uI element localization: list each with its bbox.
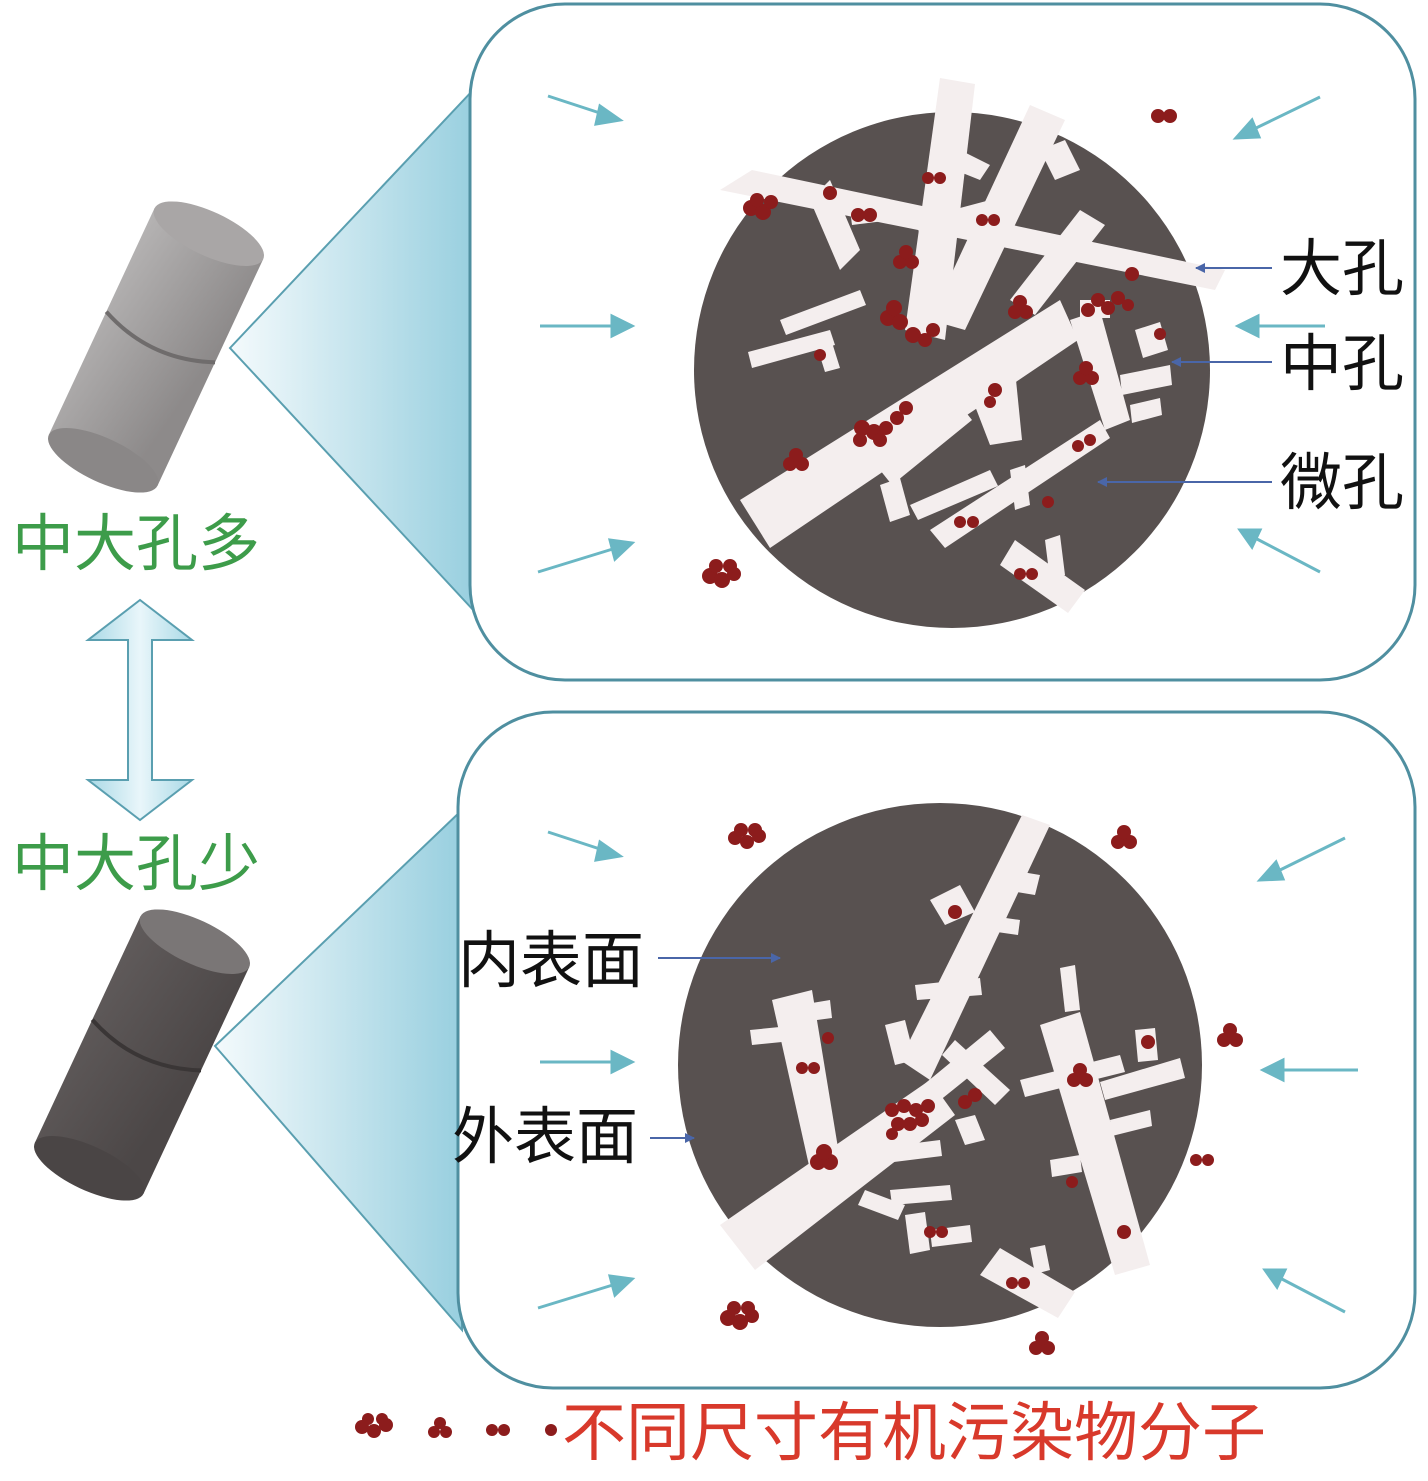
bottom-pore-particle bbox=[678, 803, 1202, 1327]
top-pore-particle bbox=[694, 78, 1225, 628]
legend-molecule-icons bbox=[355, 1413, 557, 1438]
gray-cylinder-icon bbox=[48, 201, 264, 493]
dark-cylinder-icon bbox=[34, 909, 250, 1201]
label-mesopore: 中孔 bbox=[1280, 327, 1404, 400]
bottom-diffusion-arrows bbox=[537, 830, 1358, 1314]
top-free-molecules bbox=[702, 109, 1177, 588]
label-more-pores: 中大孔多 bbox=[12, 507, 260, 580]
label-macropore: 大孔 bbox=[1280, 232, 1404, 305]
label-inner-surface: 内表面 bbox=[458, 924, 644, 997]
label-outer-surface: 外表面 bbox=[452, 1100, 638, 1173]
bottom-surface-pointers bbox=[650, 953, 781, 1143]
legend-caption: 不同尺寸有机污染物分子 bbox=[562, 1397, 1266, 1471]
top-pore-pointers bbox=[1097, 263, 1272, 487]
double-arrow-icon bbox=[85, 598, 195, 822]
label-fewer-pores: 中大孔少 bbox=[12, 827, 260, 900]
top-magnify-cone bbox=[228, 85, 476, 615]
bottom-free-molecules bbox=[720, 823, 1243, 1355]
label-micropore: 微孔 bbox=[1280, 446, 1404, 519]
top-diffusion-arrows bbox=[537, 94, 1325, 574]
